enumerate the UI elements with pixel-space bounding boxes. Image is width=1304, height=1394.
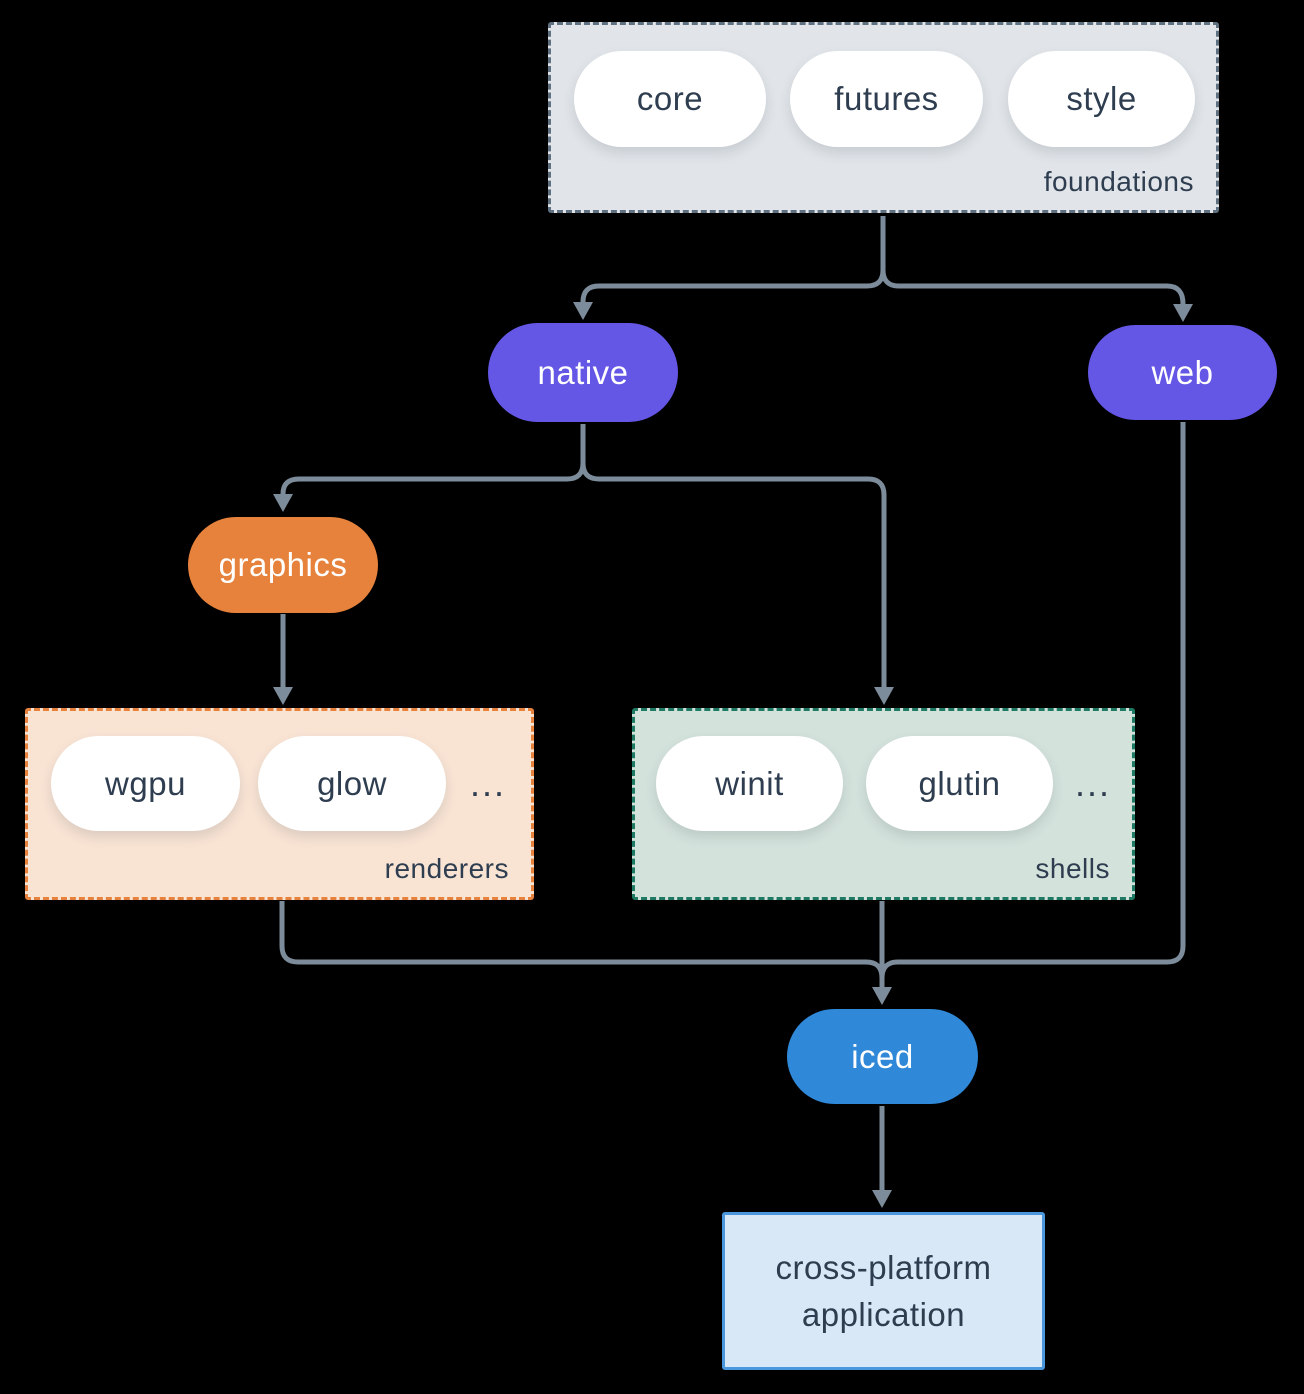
shells-label: shells bbox=[1035, 853, 1110, 884]
node-iced: iced bbox=[787, 1009, 978, 1104]
node-style: style bbox=[1008, 51, 1195, 147]
shells-group: winit glutin ... shells bbox=[632, 708, 1135, 900]
edge-native-to-graphics bbox=[273, 424, 586, 512]
edge-renderers-to-iced bbox=[279, 901, 885, 979]
edge-native-to-shells bbox=[580, 424, 894, 705]
node-glutin: glutin bbox=[866, 736, 1053, 831]
renderers-group: wgpu glow ... renderers bbox=[25, 708, 534, 900]
shells-more-ellipsis: ... bbox=[1074, 762, 1111, 804]
node-web: web bbox=[1088, 325, 1277, 420]
node-native: native bbox=[488, 323, 678, 422]
node-glow: glow bbox=[258, 736, 446, 831]
renderers-label: renderers bbox=[384, 853, 509, 884]
foundations-label: foundations bbox=[1043, 166, 1194, 197]
foundations-group: core futures style foundations bbox=[548, 22, 1219, 213]
node-winit: winit bbox=[656, 736, 843, 831]
node-futures: futures bbox=[790, 51, 983, 147]
node-wgpu: wgpu bbox=[51, 736, 240, 831]
node-core: core bbox=[574, 51, 766, 147]
node-cross-platform-application: cross-platform application bbox=[722, 1212, 1045, 1370]
edge-foundations-to-web bbox=[880, 216, 1193, 322]
edge-foundations-to-native bbox=[573, 216, 886, 320]
node-graphics: graphics bbox=[188, 517, 378, 613]
renderers-more-ellipsis: ... bbox=[469, 762, 506, 804]
